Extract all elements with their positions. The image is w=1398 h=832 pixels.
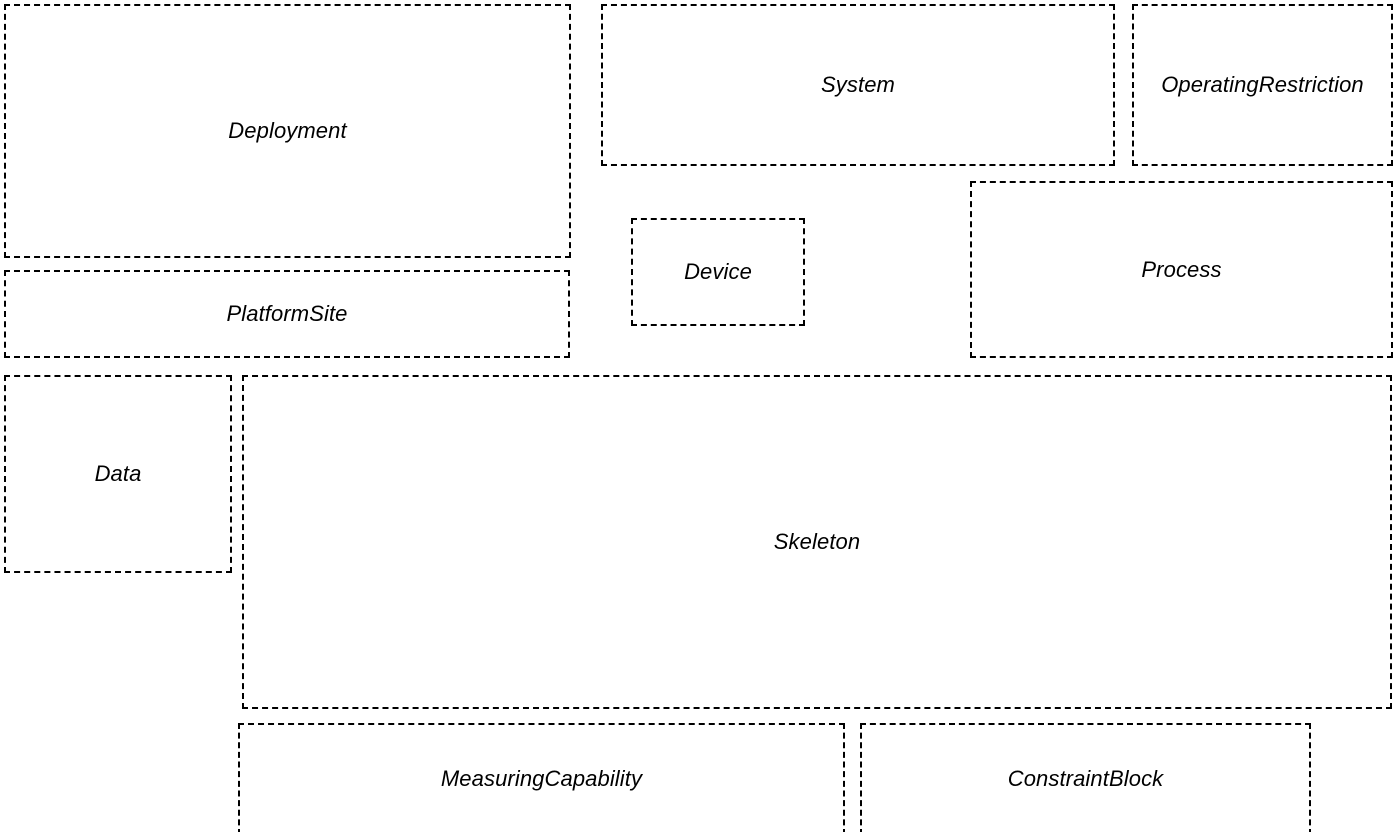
node-label-skeleton: Skeleton: [773, 529, 861, 554]
node-label-system: System: [821, 72, 895, 97]
node-data[interactable]: Data: [4, 375, 232, 573]
node-measuringcapability[interactable]: MeasuringCapability: [238, 723, 845, 832]
node-system[interactable]: System: [601, 4, 1115, 166]
node-constraintblock[interactable]: ConstraintBlock: [860, 723, 1311, 832]
node-deployment[interactable]: Deployment: [4, 4, 571, 258]
node-label-data: Data: [94, 461, 142, 486]
node-label-device: Device: [684, 259, 752, 284]
node-label-process: Process: [1141, 256, 1222, 282]
node-label-platformsite: PlatformSite: [226, 301, 348, 326]
node-label-deployment: Deployment: [228, 118, 347, 143]
node-process[interactable]: Process: [970, 181, 1393, 358]
node-label-constraintblock: ConstraintBlock: [1007, 766, 1164, 791]
node-label-measuringcapability: MeasuringCapability: [440, 766, 643, 791]
node-platformsite[interactable]: PlatformSite: [4, 270, 570, 358]
node-label-operatingrestriction: OperatingRestriction: [1161, 72, 1364, 97]
node-device[interactable]: Device: [631, 218, 805, 326]
node-skeleton[interactable]: Skeleton: [242, 375, 1392, 709]
node-operatingrestriction[interactable]: OperatingRestriction: [1132, 4, 1393, 166]
